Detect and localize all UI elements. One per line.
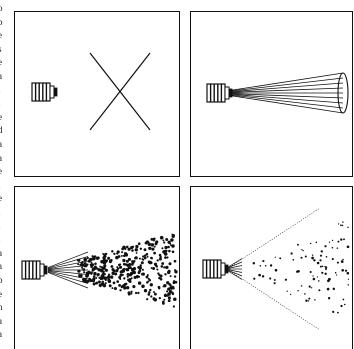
nozzle-icon [203, 260, 228, 278]
narrow-cone-jet [232, 73, 348, 113]
nozzle-icon [22, 261, 47, 279]
nozzle-icon [32, 83, 57, 101]
medium-spray-droplets [48, 234, 178, 308]
cross-mark-icon [90, 53, 150, 130]
nozzle-icon [207, 84, 232, 102]
wide-spray-droplets [228, 208, 349, 330]
